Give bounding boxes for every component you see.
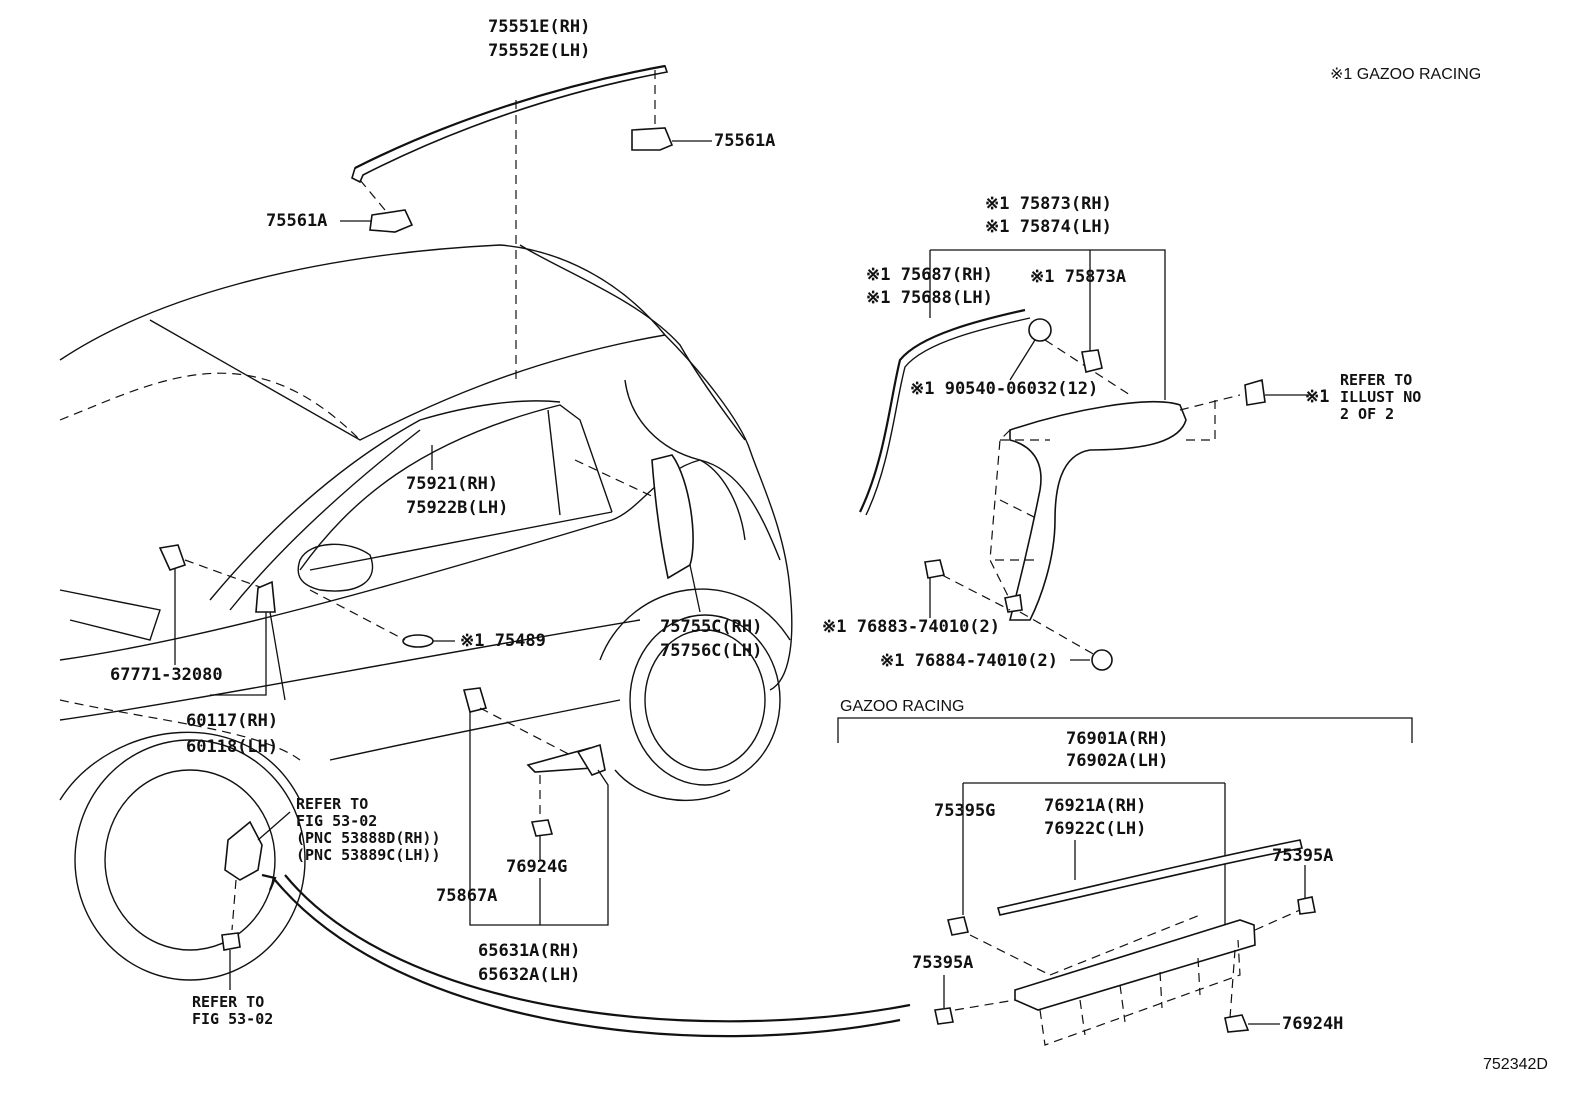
label-rocker-mold-rh: 76921A(RH) bbox=[1044, 796, 1147, 816]
fender-molding bbox=[859, 308, 1031, 516]
fender-flare bbox=[989, 394, 1241, 621]
label-clip-76924h: 76924H bbox=[1282, 1014, 1344, 1034]
label-clip-75395a-right: 75395A bbox=[1272, 846, 1334, 866]
clip-75561a-right bbox=[631, 127, 712, 151]
label-clip-67771: 67771-32080 bbox=[110, 665, 223, 685]
label-clip-75395g: 75395G bbox=[934, 801, 996, 821]
label-side-rh: 76901A(RH) bbox=[1066, 729, 1169, 749]
label-fender-mold-rh: ※1 75687(RH) bbox=[866, 265, 993, 285]
emblem-75489 bbox=[309, 589, 455, 648]
clip-75395a-right bbox=[1297, 865, 1316, 915]
label-roof-lh: 75552E(LH) bbox=[488, 41, 591, 61]
label-fender-rh: ※1 75873(RH) bbox=[985, 194, 1112, 214]
side-skirt bbox=[954, 909, 1301, 1046]
fender-flare-bracket bbox=[929, 249, 1166, 400]
front-mud-flap bbox=[221, 811, 291, 990]
gazoo-bracket bbox=[837, 717, 1413, 925]
label-emblem: ※1 75489 bbox=[460, 631, 546, 651]
car-body bbox=[59, 244, 793, 981]
label-nut: ※1 90540-06032(12) bbox=[910, 379, 1099, 399]
quarter-garnish bbox=[651, 454, 701, 613]
label-mud-lh: 60118(LH) bbox=[186, 737, 279, 757]
screw-76883 bbox=[924, 559, 1011, 618]
clip-67771 bbox=[158, 544, 269, 665]
gazoo-note: ※1 GAZOO RACING bbox=[1330, 66, 1482, 83]
label-quarter-lh: 75756C(LH) bbox=[660, 641, 763, 661]
label-clip-75395a-left: 75395A bbox=[912, 953, 974, 973]
label-mud-rh: 60117(RH) bbox=[186, 711, 279, 731]
label-clip-76924g: 76924G bbox=[506, 857, 568, 877]
label-refer-illust-mark: ※1 bbox=[1305, 387, 1330, 407]
rocker-molding bbox=[996, 839, 1303, 916]
label-side-lh: 76902A(LH) bbox=[1066, 751, 1169, 771]
label-refer-illust: REFER TO ILLUST NO 2 OF 2 bbox=[1340, 371, 1422, 423]
refer-clip bbox=[1244, 378, 1310, 406]
label-door-mold-rh: 75921(RH) bbox=[406, 474, 499, 494]
clip-75873a bbox=[1081, 349, 1103, 373]
label-clip-left: 75561A bbox=[266, 211, 328, 231]
label-screw-76884: ※1 76884-74010(2) bbox=[880, 651, 1059, 671]
label-refer-fig-a: REFER TO FIG 53-02 (PNC 53888D(RH)) (PNC… bbox=[296, 795, 441, 864]
label-flap-lh: 65632A(LH) bbox=[478, 965, 581, 985]
label-clip-right: 75561A bbox=[714, 131, 776, 151]
group-label-gazoo: GAZOO RACING bbox=[840, 698, 965, 715]
label-screw-76883: ※1 76883-74010(2) bbox=[822, 617, 1001, 637]
figure-number: 752342D bbox=[1483, 1056, 1548, 1073]
screw-76884 bbox=[1019, 611, 1113, 671]
label-door-mold-lh: 75922B(LH) bbox=[406, 498, 509, 518]
clip-75395g bbox=[947, 916, 969, 936]
label-roof-rh: 75551E(RH) bbox=[488, 17, 591, 37]
mud-guard-small bbox=[210, 580, 286, 701]
label-fender-lh: ※1 75874(LH) bbox=[985, 217, 1112, 237]
rear-mud-flap bbox=[462, 687, 609, 926]
label-fender-clip: ※1 75873A bbox=[1030, 267, 1127, 287]
label-refer-fig-b: REFER TO FIG 53-02 bbox=[192, 993, 274, 1028]
clip-75395a-left bbox=[934, 975, 954, 1025]
label-clip-75867a: 75867A bbox=[436, 886, 498, 906]
label-flap-rh: 65631A(RH) bbox=[478, 941, 581, 961]
label-rocker-mold-lh: 76922C(LH) bbox=[1044, 819, 1147, 839]
clip-75561a-left bbox=[340, 209, 414, 233]
label-fender-mold-lh: ※1 75688(LH) bbox=[866, 288, 993, 308]
clip-76924h bbox=[1224, 949, 1280, 1033]
label-quarter-rh: 75755C(RH) bbox=[660, 617, 763, 637]
roof-molding bbox=[351, 64, 669, 385]
